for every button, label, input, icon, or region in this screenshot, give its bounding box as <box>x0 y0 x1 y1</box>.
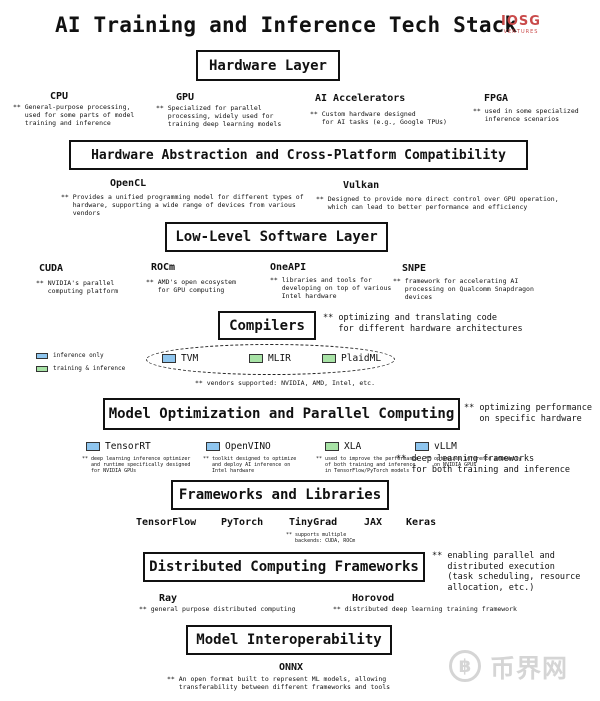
xla-tag: XLA <box>325 441 361 452</box>
openvino-desc: ** toolkit designed to optimize and depl… <box>203 456 297 474</box>
tinygrad-name: TinyGrad <box>289 517 338 528</box>
tvm-tag: TVM <box>162 353 198 364</box>
pytorch-name: PyTorch <box>221 517 264 528</box>
openvino-tag: OpenVINO <box>206 441 271 452</box>
compilers-note: ** optimizing and translating code for d… <box>323 313 523 334</box>
frameworks-layer-box: Frameworks and Libraries <box>171 480 389 510</box>
interop-layer-label: Model Interoperability <box>196 632 382 648</box>
horovod-desc: ** distributed deep learning training fr… <box>333 605 517 613</box>
distributed-layer-box: Distributed Computing Frameworks <box>143 552 425 582</box>
cuda-desc: ** NVIDIA's parallel computing platform <box>36 279 119 295</box>
distributed-layer-label: Distributed Computing Frameworks <box>149 559 419 575</box>
ai-accelerators-desc: ** Custom hardware designed for AI tasks… <box>310 110 447 126</box>
opencl-desc: ** Provides a unified programming model … <box>61 193 304 217</box>
horovod-name: Horovod <box>352 593 395 604</box>
tensorrt-tag: TensorRT <box>86 441 151 452</box>
interop-layer-box: Model Interoperability <box>186 625 392 655</box>
xla-swatch <box>325 442 339 451</box>
vulkan-name: Vulkan <box>343 180 380 191</box>
vllm-swatch <box>415 442 429 451</box>
lowlevel-layer-box: Low-Level Software Layer <box>165 222 388 252</box>
legend: inference only training & inference <box>36 352 125 372</box>
optimization-layer-box: Model Optimization and Parallel Computin… <box>103 398 460 430</box>
vllm-name: vLLM <box>434 441 457 452</box>
compilers-layer-label: Compilers <box>229 317 305 334</box>
abstraction-layer-box: Hardware Abstraction and Cross-Platform … <box>69 140 528 170</box>
cuda-name: CUDA <box>39 263 64 274</box>
ai-accelerators-name: AI Accelerators <box>315 93 406 104</box>
optimization-note: ** optimizing performance on specific ha… <box>464 403 592 424</box>
plaidml-name: PlaidML <box>341 353 382 364</box>
rocm-desc: ** AMD's open ecosystem for GPU computin… <box>146 278 237 294</box>
ray-name: Ray <box>159 593 178 604</box>
watermark-coin-icon: ฿ <box>449 650 481 682</box>
legend-green-swatch <box>36 365 48 372</box>
ray-desc: ** general purpose distributed computing <box>139 605 296 613</box>
legend-training-inference-label: training & inference <box>53 365 126 372</box>
vllm-desc: ** optimizes inference primarily on NVID… <box>425 456 522 468</box>
frameworks-note: ** deep learning frameworks for both tra… <box>396 454 570 475</box>
compilers-layer-box: Compilers <box>218 311 316 340</box>
legend-inference-only: inference only <box>36 352 125 359</box>
watermark-text: 币界网 <box>490 654 569 683</box>
xla-desc: ** used to improve the performance of bo… <box>316 456 419 474</box>
frameworks-layer-label: Frameworks and Libraries <box>178 487 382 503</box>
mlir-name: MLIR <box>268 353 291 364</box>
tvm-name: TVM <box>181 353 199 364</box>
vulkan-desc: ** Designed to provide more direct contr… <box>316 195 559 211</box>
tensorrt-name: TensorRT <box>105 441 151 452</box>
oneapi-name: OneAPI <box>270 262 307 273</box>
onnx-desc: ** An open format built to represent ML … <box>167 675 391 691</box>
onnx-name: ONNX <box>279 662 304 673</box>
rocm-name: ROCm <box>151 262 176 273</box>
oneapi-desc: ** libraries and tools for developing on… <box>270 276 392 300</box>
diagram-title: AI Training and Inference Tech Stack <box>55 13 518 37</box>
watermark-symbol: ฿ <box>458 655 472 677</box>
vllm-tag: vLLM <box>415 441 457 452</box>
legend-training-inference: training & inference <box>36 365 125 372</box>
openvino-swatch <box>206 442 220 451</box>
iosg-logo: IOSG VENTURES <box>501 14 541 36</box>
lowlevel-layer-label: Low-Level Software Layer <box>175 229 378 245</box>
plaidml-tag: PlaidML <box>322 353 381 364</box>
cpu-name: CPU <box>50 91 69 102</box>
snpe-name: SNPE <box>402 263 427 274</box>
vendors-supported: ** vendors supported: NVIDIA, AMD, Intel… <box>195 379 376 387</box>
jax-name: JAX <box>364 517 383 528</box>
xla-name: XLA <box>344 441 362 452</box>
tensorflow-name: TensorFlow <box>136 517 197 528</box>
fpga-name: FPGA <box>484 93 509 104</box>
tvm-swatch <box>162 354 176 363</box>
openvino-name: OpenVINO <box>225 441 271 452</box>
tensorrt-desc: ** deep learning inference optimizer and… <box>82 456 191 474</box>
mlir-swatch <box>249 354 263 363</box>
abstraction-layer-label: Hardware Abstraction and Cross-Platform … <box>91 147 506 163</box>
gpu-desc: ** Specialized for parallel processing, … <box>156 104 282 128</box>
gpu-name: GPU <box>176 92 195 103</box>
cpu-desc: ** General-purpose processing, used for … <box>13 103 135 127</box>
compilers-ellipse <box>146 344 395 375</box>
snpe-desc: ** framework for accelerating AI process… <box>393 277 534 301</box>
hardware-layer-label: Hardware Layer <box>208 57 327 74</box>
tinygrad-desc: ** supports multiple backends: CUDA, ROC… <box>286 532 356 544</box>
tensorrt-swatch <box>86 442 100 451</box>
distributed-note: ** enabling parallel and distributed exe… <box>432 551 581 593</box>
legend-blue-swatch <box>36 352 48 359</box>
plaidml-swatch <box>322 354 336 363</box>
keras-name: Keras <box>406 517 437 528</box>
opencl-name: OpenCL <box>110 178 147 189</box>
mlir-tag: MLIR <box>249 353 291 364</box>
optimization-layer-label: Model Optimization and Parallel Computin… <box>108 406 455 422</box>
hardware-layer-box: Hardware Layer <box>196 50 340 81</box>
fpga-desc: ** used in some specialized inference sc… <box>473 107 579 123</box>
legend-inference-only-label: inference only <box>53 352 104 359</box>
